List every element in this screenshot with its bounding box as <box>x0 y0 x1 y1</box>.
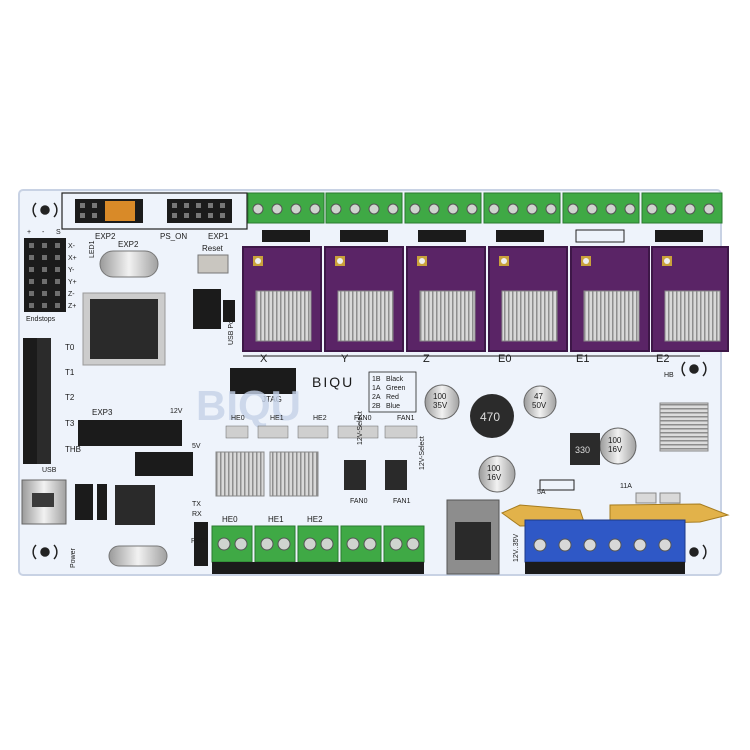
rx-label: RX <box>192 511 202 518</box>
endstop-z-min: Z- <box>68 291 75 298</box>
v5-label: 5V <box>192 443 201 450</box>
svg-text:16V: 16V <box>487 473 502 482</box>
led-he0: HE0 <box>231 415 245 422</box>
wire-2b: 2B <box>372 403 381 410</box>
fan0-label: FAN0 <box>350 498 368 505</box>
wire-green: Green <box>386 385 406 392</box>
svg-text:50V: 50V <box>532 401 547 410</box>
driver-label-e2: E2 <box>656 353 669 365</box>
fuse-5a-label: 5A <box>537 489 546 496</box>
wire-1b: 1B <box>372 376 381 383</box>
inductor-330: 330 <box>570 433 600 465</box>
usb-chip <box>115 485 155 525</box>
wire-2a: 2A <box>372 394 381 401</box>
exp1-label: EXP1 <box>208 232 229 241</box>
therm-thb: THB <box>65 445 81 454</box>
therm-t3: T3 <box>65 419 75 428</box>
exp1-header <box>167 199 232 223</box>
jtag-label: JTAG <box>262 395 282 404</box>
therm-t2: T2 <box>65 393 75 402</box>
endstop-x-min: X- <box>68 243 76 250</box>
led-he1: HE1 <box>270 415 284 422</box>
tx-label: TX <box>192 501 201 508</box>
brand-label: BIQU <box>312 374 354 390</box>
select-label-1: 12V-Select <box>357 411 364 445</box>
capacitor-4: 100 16V <box>599 427 637 465</box>
endstop-x-max: X+ <box>68 255 77 262</box>
mosfet-heatsink-2 <box>269 451 319 497</box>
driver-label-e1: E1 <box>576 353 589 365</box>
pwr-label: PWR <box>191 538 207 545</box>
led-fan0: FAN0 <box>354 415 372 422</box>
therm-t1: T1 <box>65 368 75 377</box>
term-he1-label: HE1 <box>268 515 284 524</box>
endstop-polarity-minus: - <box>42 229 45 236</box>
driver-label-e0: E0 <box>498 353 511 365</box>
usb-label: USB <box>42 467 57 474</box>
capacitor-1: 100 35V <box>424 384 460 420</box>
ps-on-label: PS_ON <box>160 232 187 241</box>
exp2-header <box>75 199 143 223</box>
hb-label: HB <box>664 372 674 379</box>
heater-terminals <box>211 525 425 563</box>
usb-power-label: USB Power <box>228 308 235 345</box>
driver-label-y: Y <box>341 353 349 365</box>
v12-label: 12V <box>170 408 183 415</box>
motor-terminals <box>247 192 723 224</box>
thermistor-header <box>23 338 51 464</box>
mosfet-heatsink-1 <box>215 451 265 497</box>
wire-1a: 1A <box>372 385 381 392</box>
endstops-header <box>24 238 66 312</box>
svg-text:100: 100 <box>433 392 447 401</box>
endstop-polarity-plus: + <box>27 229 31 236</box>
crystal <box>99 250 159 278</box>
wire-black: Black <box>386 376 404 383</box>
exp2-sub-label: EXP2 <box>118 240 139 249</box>
endstop-y-max: Y+ <box>68 279 77 286</box>
capacitor-3: 100 16V <box>478 455 516 493</box>
mcu-chip <box>82 292 166 366</box>
hb-heatsink <box>659 402 709 452</box>
fan1-label: FAN1 <box>393 498 411 505</box>
svg-text:47: 47 <box>534 392 543 401</box>
crystal-2 <box>108 545 168 567</box>
term-he0-label: HE0 <box>222 515 238 524</box>
svg-text:100: 100 <box>608 436 622 445</box>
reset-label: Reset <box>202 244 224 253</box>
driver-label-z: Z <box>423 353 430 365</box>
svg-text:35V: 35V <box>433 401 448 410</box>
therm-t0: T0 <box>65 343 75 352</box>
endstops-label: Endstops <box>26 316 56 323</box>
power-label: Power <box>70 547 77 568</box>
power-terminal <box>524 519 686 563</box>
driver-label-x: X <box>260 353 268 365</box>
watermark: BIQU <box>196 382 301 429</box>
stepper-drivers <box>242 246 729 352</box>
endstop-polarity-signal: S <box>56 229 61 236</box>
reset-button <box>197 254 229 274</box>
endstop-z-max: Z+ <box>68 303 76 310</box>
led1-label: LED1 <box>89 240 96 258</box>
svg-text:470: 470 <box>480 410 500 424</box>
led-fan1: FAN1 <box>397 415 415 422</box>
wire-red: Red <box>386 394 399 401</box>
exp3-label: EXP3 <box>92 408 113 417</box>
exp3-header <box>78 420 182 446</box>
inductor-470: 470 <box>470 394 514 438</box>
svg-text:16V: 16V <box>608 445 623 454</box>
exp2-label: EXP2 <box>95 232 116 241</box>
power-input-label: 12V..35V <box>513 534 520 562</box>
jtag-header <box>230 368 296 394</box>
endstop-y-min: Y- <box>68 267 75 274</box>
select-label-2: 12V-Select <box>419 436 426 470</box>
capacitor-2: 47 50V <box>523 385 557 419</box>
svg-text:330: 330 <box>575 445 590 455</box>
svg-text:100: 100 <box>487 464 501 473</box>
term-he2-label: HE2 <box>307 515 323 524</box>
fuse-11a-label: 11A <box>620 483 632 490</box>
led-he2: HE2 <box>313 415 327 422</box>
wire-blue: Blue <box>386 403 400 410</box>
